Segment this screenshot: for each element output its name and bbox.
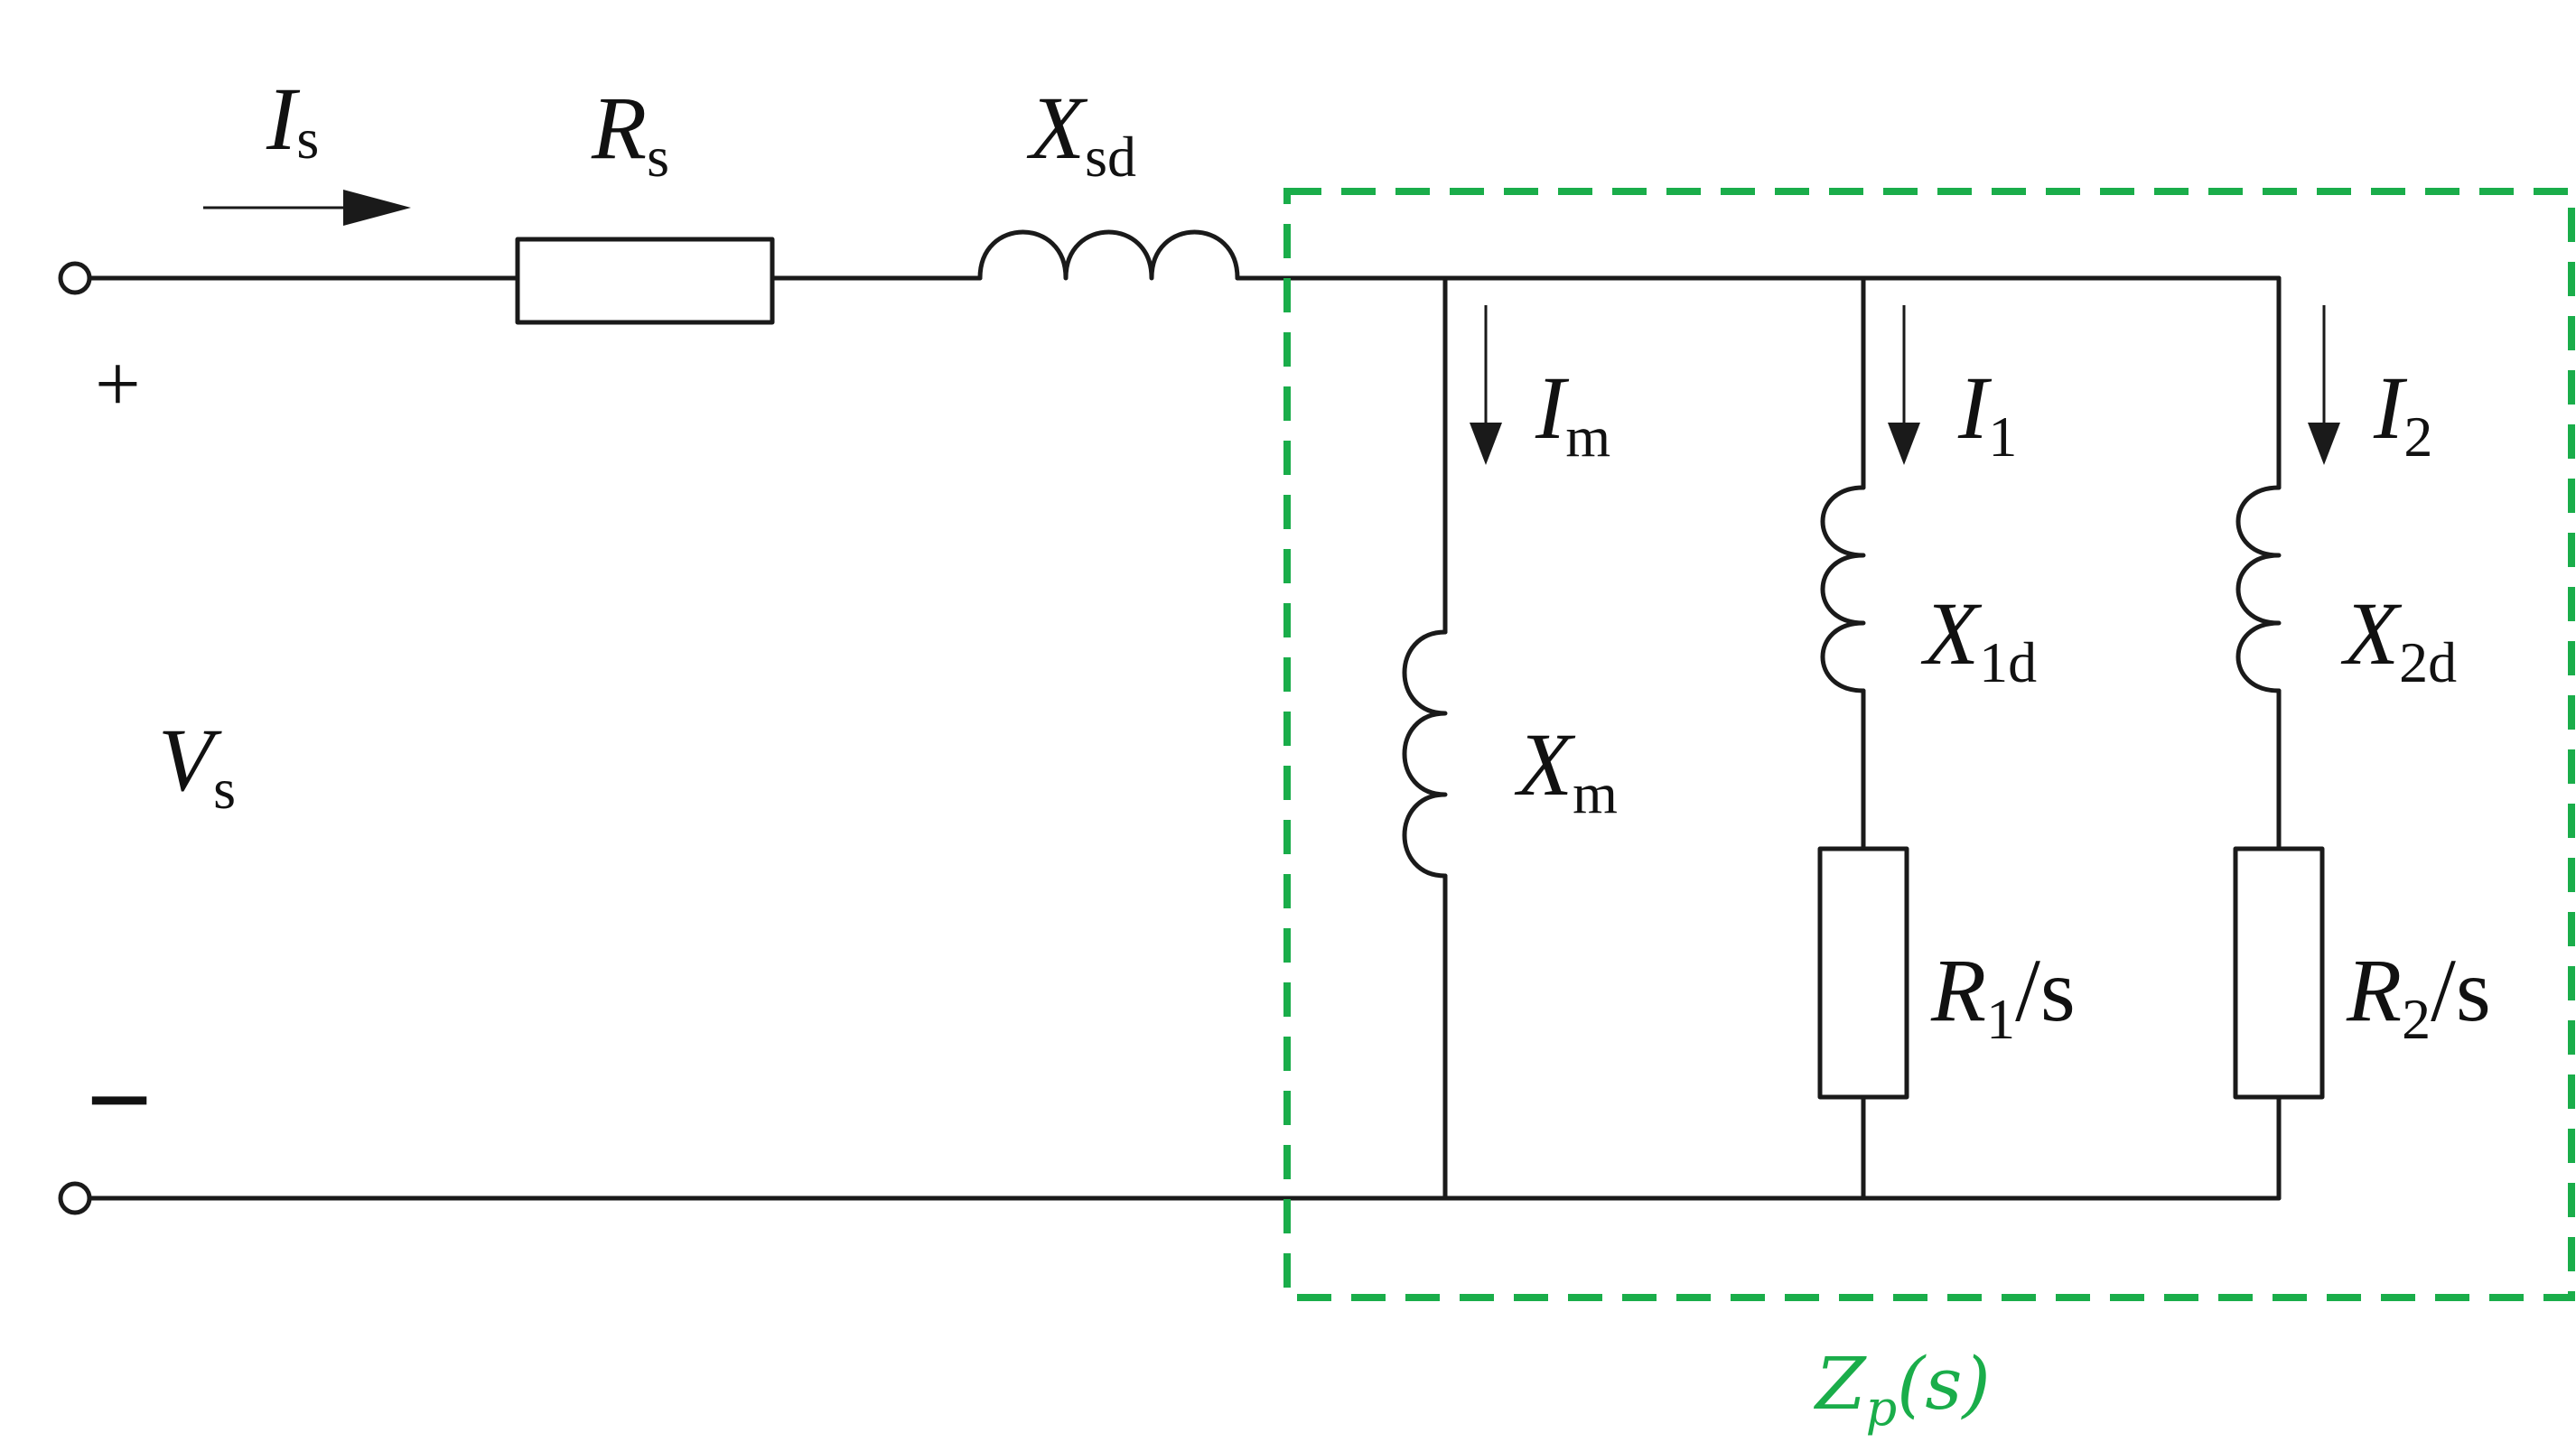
- label-vs: Vs: [158, 710, 236, 821]
- label-r1: R1/s: [1930, 940, 2076, 1051]
- resistor-rs: [515, 237, 775, 325]
- arrow-i1: [1888, 305, 1920, 465]
- positive-terminal: [58, 261, 92, 295]
- arrow-i2: [2308, 305, 2340, 465]
- inductor-xm: [1402, 629, 1448, 879]
- label-zp: Zp(s): [1813, 1342, 1991, 1437]
- label-xm: Xm: [1514, 714, 1618, 825]
- resistor-r1: [1817, 846, 1909, 1100]
- inductor-xsd: [977, 229, 1240, 281]
- label-r2: R2/s: [2346, 940, 2491, 1051]
- negative-terminal: [58, 1181, 92, 1215]
- inductor-x1d: [1820, 485, 1866, 693]
- zp-dashed-box: [1283, 188, 2575, 1301]
- label-i1: I1: [1957, 358, 2017, 469]
- arrow-im: [1470, 305, 1502, 465]
- arrow-is: [203, 190, 411, 226]
- resistor-r2: [2233, 846, 2325, 1100]
- label-minus: −: [86, 1036, 153, 1166]
- label-i2: I2: [2373, 358, 2432, 469]
- label-x1d: X1d: [1920, 583, 2037, 694]
- label-rs: Rs: [591, 78, 669, 189]
- label-xsd: Xsd: [1026, 78, 1136, 189]
- label-is: Is: [266, 69, 319, 171]
- inductor-x2d: [2235, 485, 2282, 693]
- label-im: Im: [1535, 358, 1610, 469]
- label-plus: +: [95, 340, 141, 429]
- label-x2d: X2d: [2340, 583, 2457, 694]
